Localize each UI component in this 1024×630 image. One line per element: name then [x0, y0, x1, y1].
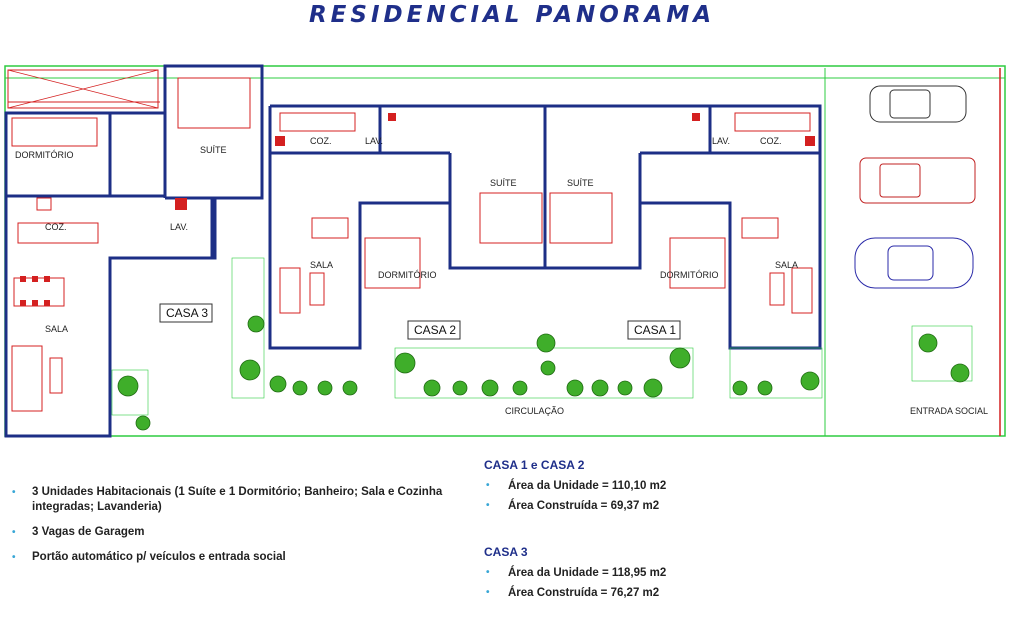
- casa12-area-construida: •Área Construída = 69,37 m2: [486, 500, 660, 512]
- casa3-heading: CASA 3: [484, 545, 528, 559]
- feature-item: •3 Vagas de Garagem: [12, 526, 145, 538]
- room-label-sala-casa1: SALA: [775, 260, 798, 270]
- floor-plan: DORMITÓRIO SUÍTE COZ. LAV. SALA COZ. LAV…: [4, 64, 1006, 438]
- casa12-heading: CASA 1 e CASA 2: [484, 458, 585, 472]
- casa3-area-construida: •Área Construída = 76,27 m2: [486, 587, 660, 599]
- room-label-coz-casa1: COZ.: [760, 136, 782, 146]
- room-label-sala-casa3: SALA: [45, 324, 68, 334]
- circulacao-label: CIRCULAÇÃO: [505, 406, 564, 416]
- casa3-area-unidade: •Área da Unidade = 118,95 m2: [486, 567, 667, 579]
- page-title: RESIDENCIAL PANORAMA: [308, 2, 716, 28]
- room-label-dormitorio-casa3: DORMITÓRIO: [15, 150, 74, 160]
- room-label-lav-casa3: LAV.: [170, 222, 188, 232]
- casa3-label: CASA 3: [166, 306, 208, 320]
- room-label-suite-casa3: SUÍTE: [200, 145, 227, 155]
- casa12-stats: CASA 1 e CASA 2 •Área da Unidade = 110,1…: [484, 458, 804, 520]
- entrada-social-label: ENTRADA SOCIAL: [910, 406, 988, 416]
- room-label-lav-casa2: LAV.: [365, 136, 383, 146]
- casa2-label: CASA 2: [414, 323, 456, 337]
- room-label-suite-casa1: SUÍTE: [567, 178, 594, 188]
- room-label-dormitorio-casa2: DORMITÓRIO: [378, 270, 437, 280]
- room-label-coz-casa3: COZ.: [45, 222, 67, 232]
- room-label-dormitorio-casa1: DORMITÓRIO: [660, 270, 719, 280]
- room-label-coz-casa2: COZ.: [310, 136, 332, 146]
- casa1-label: CASA 1: [634, 323, 676, 337]
- casa3-stats: CASA 3 •Área da Unidade = 118,95 m2 •Áre…: [484, 545, 804, 607]
- casa12-area-unidade: •Área da Unidade = 110,10 m2: [486, 480, 667, 492]
- feature-item: •Portão automático p/ veículos e entrada…: [12, 551, 286, 563]
- room-label-lav-casa1: LAV.: [712, 136, 730, 146]
- room-label-suite-casa2: SUÍTE: [490, 178, 517, 188]
- feature-item: •3 Unidades Habitacionais (1 Suíte e 1 D…: [12, 486, 443, 513]
- room-label-sala-casa2: SALA: [310, 260, 333, 270]
- features-list: •3 Unidades Habitacionais (1 Suíte e 1 D…: [10, 485, 470, 575]
